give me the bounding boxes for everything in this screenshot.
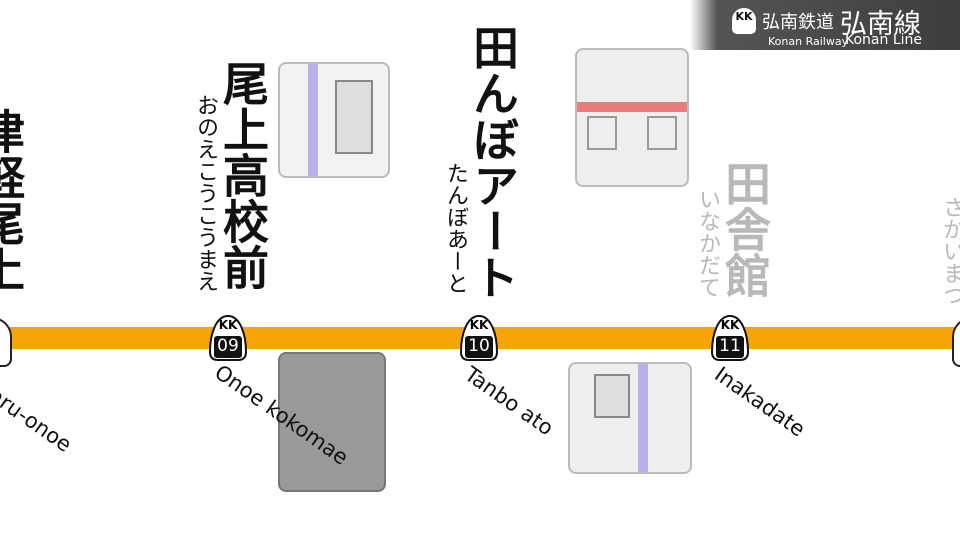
train-image: [568, 362, 692, 474]
station-reading: さかいまつ: [939, 196, 960, 306]
train-image: [575, 48, 689, 187]
station-code: KK: [469, 318, 489, 332]
station-romaji: Inakadate: [710, 362, 810, 442]
station-name: 津軽尾上: [0, 108, 26, 292]
train-image: [278, 352, 386, 492]
station-romaji: Tsugaru-onoe: [0, 356, 77, 457]
company-name-en: Konan Railway: [768, 35, 849, 48]
station-number: 09: [217, 336, 239, 356]
station-number: 11: [719, 336, 741, 356]
station-code: KK: [218, 318, 238, 332]
station-marker[interactable]: KK 09: [208, 314, 248, 361]
logo-text: KK: [735, 10, 753, 23]
station-reading: おのえこうこうまえ: [193, 94, 218, 292]
station-reading: いなかだて: [695, 188, 720, 298]
station-name: 田舎館: [718, 160, 772, 298]
company-name-jp: 弘南鉄道: [762, 12, 834, 33]
line-name-en: Konan Line: [845, 32, 922, 48]
station-marker[interactable]: [0, 317, 12, 367]
line-logo-icon: KK: [732, 8, 756, 34]
station-code: KK: [720, 318, 740, 332]
station-reading: たんぼあーと: [443, 162, 468, 294]
station-romaji: Tanbo ato: [460, 362, 558, 441]
station-marker[interactable]: KK 11: [710, 314, 750, 361]
station-name: 田んぼアート: [466, 24, 520, 300]
line-header: KK 弘南鉄道 弘南線 Konan Railway Konan Line: [690, 0, 960, 50]
line-name-jp: 弘南線: [840, 9, 921, 40]
station-name: 尾上高校前: [216, 60, 270, 290]
station-marker[interactable]: [952, 317, 960, 367]
train-image: [278, 62, 390, 178]
station-number: 10: [468, 336, 490, 356]
station-marker[interactable]: KK 10: [459, 314, 499, 361]
